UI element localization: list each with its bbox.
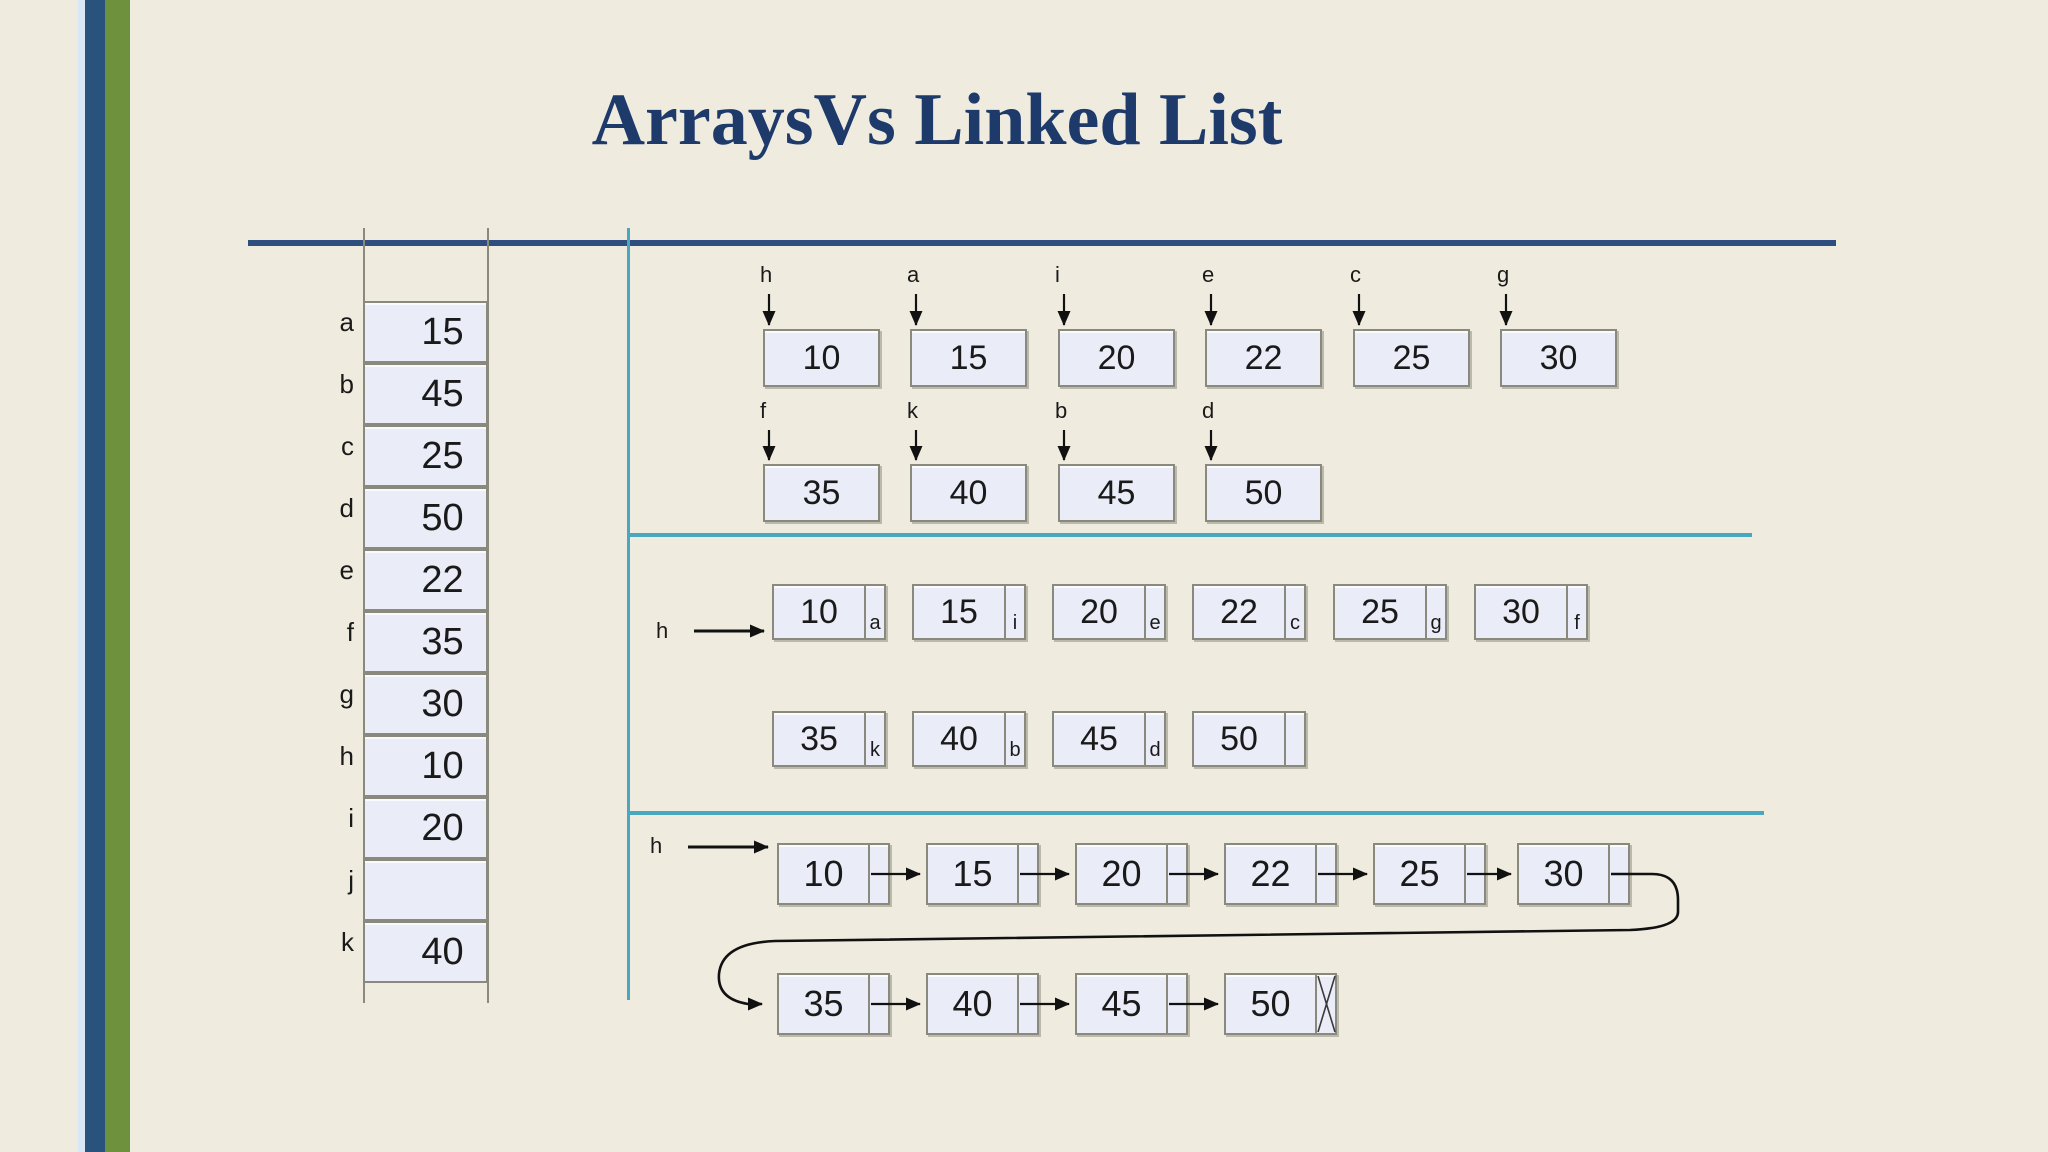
linked-list-node: 45 [1075,973,1188,1035]
linked-list-node: 22 [1224,843,1337,905]
vertical-divider-line [627,228,630,1000]
linked-list-node: 25 [1373,843,1486,905]
array-right-guide-line [487,228,489,1003]
next-pointer-cell: c [1284,586,1304,638]
value-box: 15 [910,329,1027,387]
array-index-label: a [339,307,354,337]
array-index-label: d [339,493,354,523]
page-title: ArraysVs Linked List [591,79,1283,161]
array-cell: 50 [363,487,488,549]
linked-list-node: 40 [926,973,1039,1035]
next-pointer-cell: b [1004,713,1024,765]
pointer-label: d [1202,398,1215,423]
pointer-label: k [907,398,918,423]
pointer-label: b [1055,398,1068,423]
next-pointer-cell [1166,845,1186,903]
linked-list-node: 50 [1224,973,1337,1035]
next-pointer-cell [1017,975,1037,1033]
title-rule [248,240,1836,246]
value-box: 35 [763,464,880,522]
array-index-label: c [341,431,354,461]
value-box: 45 [1058,464,1175,522]
array-cell: 30 [363,673,488,735]
next-pointer-cell [1315,975,1335,1033]
array-cell [363,859,488,921]
linked-list-node: 30 [1517,843,1630,905]
array-cell: 10 [363,735,488,797]
section-divider-2 [628,811,1764,815]
value-box: 10 [763,329,880,387]
pointer-label: g [1497,262,1510,287]
head-pointer-label: h [656,618,669,643]
navy-accent-bar [85,0,105,1152]
next-pointer-cell [1315,845,1335,903]
next-pointer-cell: a [864,586,884,638]
next-pointer-cell: g [1425,586,1445,638]
next-pointer-cell [868,845,888,903]
olive-accent-bar [105,0,130,1152]
linked-list-node: 20 [1075,843,1188,905]
next-pointer-cell [868,975,888,1033]
pointer-label: a [907,262,920,287]
array-index-label: b [339,369,354,399]
next-pointer-cell: k [864,713,884,765]
array-cell: 20 [363,797,488,859]
next-pointer-cell [1464,845,1484,903]
linked-list-node: 15 [926,843,1039,905]
array-cell: 40 [363,921,488,983]
value-box: 20 [1058,329,1175,387]
array-index-label: e [339,555,354,585]
array-index-label: f [346,617,354,647]
value-box: 30 [1500,329,1617,387]
linked-list-node: 35 [777,973,890,1035]
next-pointer-cell: e [1144,586,1164,638]
linked-list-node: 10 [777,843,890,905]
pointer-label: c [1350,262,1361,287]
blue-sliver-bar [78,0,85,1152]
value-box: 25 [1353,329,1470,387]
next-pointer-cell [1284,713,1304,765]
next-pointer-cell: f [1566,586,1586,638]
array-index-label: g [339,679,354,709]
pointer-label: h [760,262,773,287]
pointer-label: e [1202,262,1215,287]
next-pointer-cell: i [1004,586,1024,638]
value-box: 22 [1205,329,1322,387]
array-cell: 25 [363,425,488,487]
array-index-label: k [341,927,354,957]
array-cell: 15 [363,301,488,363]
array-index-label: j [348,865,354,895]
array-index-label: i [348,803,354,833]
array-cell: 22 [363,549,488,611]
value-box: 40 [910,464,1027,522]
head-pointer-label: h [650,833,663,858]
section-divider-1 [628,533,1752,537]
next-pointer-cell [1166,975,1186,1033]
list-node: 50 [1192,711,1306,767]
array-cell: 45 [363,363,488,425]
pointer-label: i [1055,262,1060,287]
next-pointer-cell [1017,845,1037,903]
next-pointer-cell: d [1144,713,1164,765]
array-index-label: h [339,741,354,771]
pointer-label: f [760,398,767,423]
value-box: 50 [1205,464,1322,522]
next-pointer-cell [1608,845,1628,903]
array-cell: 35 [363,611,488,673]
